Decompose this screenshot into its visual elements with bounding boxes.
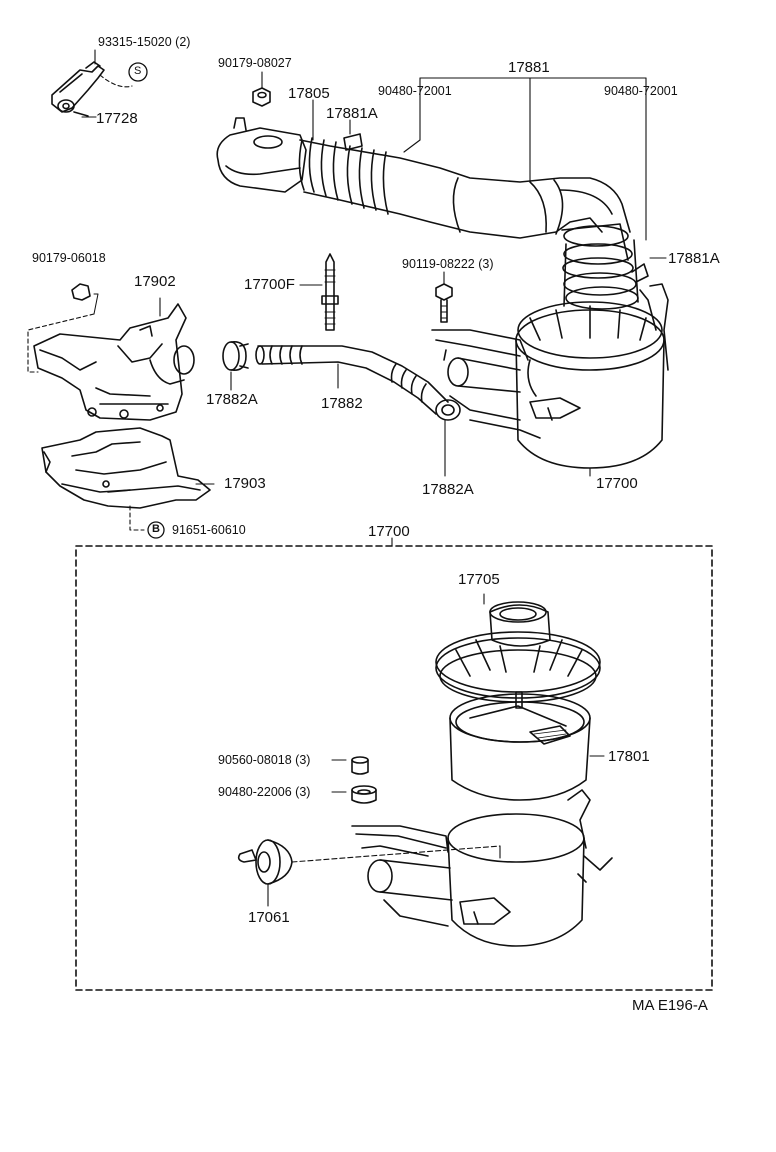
label-90119-08222: 90119-08222 (3) [402,257,494,271]
exploded-view-frame [75,537,713,991]
label-17903: 17903 [224,475,266,492]
label-90560-08018: 90560-08018 (3) [218,753,311,767]
label-17801: 17801 [608,748,650,765]
hose-leader-lines [312,77,667,259]
grommet-90480-22006 [331,785,377,804]
label-17881A-top: 17881A [326,105,378,122]
element-17801 [449,691,605,801]
cap-17705 [435,593,601,703]
bolt-90119-08222 [435,271,453,323]
label-17705: 17705 [458,571,500,588]
stud-17700F [299,253,339,331]
label-17882: 17882 [321,395,363,412]
label-17882A-left: 17882A [206,391,258,408]
label-17881: 17881 [508,59,550,76]
b-mark-symbol: B [152,523,160,535]
label-17700-box: 17700 [368,523,410,540]
s-mark-symbol: S [134,65,142,77]
label-17728: 17728 [96,110,138,127]
intake-hose-17881 [216,117,649,310]
label-90480-72001-left: 90480-72001 [378,84,452,98]
leader-lines-top-left [81,49,133,118]
label-90480-22006: 90480-22006 (3) [218,785,311,799]
label-17902: 17902 [134,273,176,290]
valve-17061 [237,839,501,907]
label-17700F: 17700F [244,276,295,293]
label-17882A-bottom: 17882A [422,481,474,498]
label-90179-06018: 90179-06018 [32,251,106,265]
label-17881A-right: 17881A [668,250,720,267]
bolt-b-mark [147,521,165,539]
label-90480-72001-right: 90480-72001 [604,84,678,98]
washer-s-mark [128,62,148,82]
collar-90560-08018 [331,756,369,775]
shield-17903 [41,427,215,531]
footer-code: MA E196-A [632,997,708,1014]
label-91651-60610: 91651-60610 [172,523,246,537]
label-17700-top: 17700 [596,475,638,492]
nipple-17728 [51,61,105,117]
label-17805: 17805 [288,85,330,102]
hose-17882 [222,340,461,477]
label-93315-15020: 93315-15020 (2) [98,35,191,49]
air-cleaner-17700-top [431,283,669,477]
bracket-17902 [33,303,195,421]
air-cleaner-case [351,789,613,947]
clip-90179-06018 [27,283,161,373]
label-17061: 17061 [248,909,290,926]
nut-90179-08027 [252,71,271,107]
label-90179-08027: 90179-08027 [218,56,292,70]
